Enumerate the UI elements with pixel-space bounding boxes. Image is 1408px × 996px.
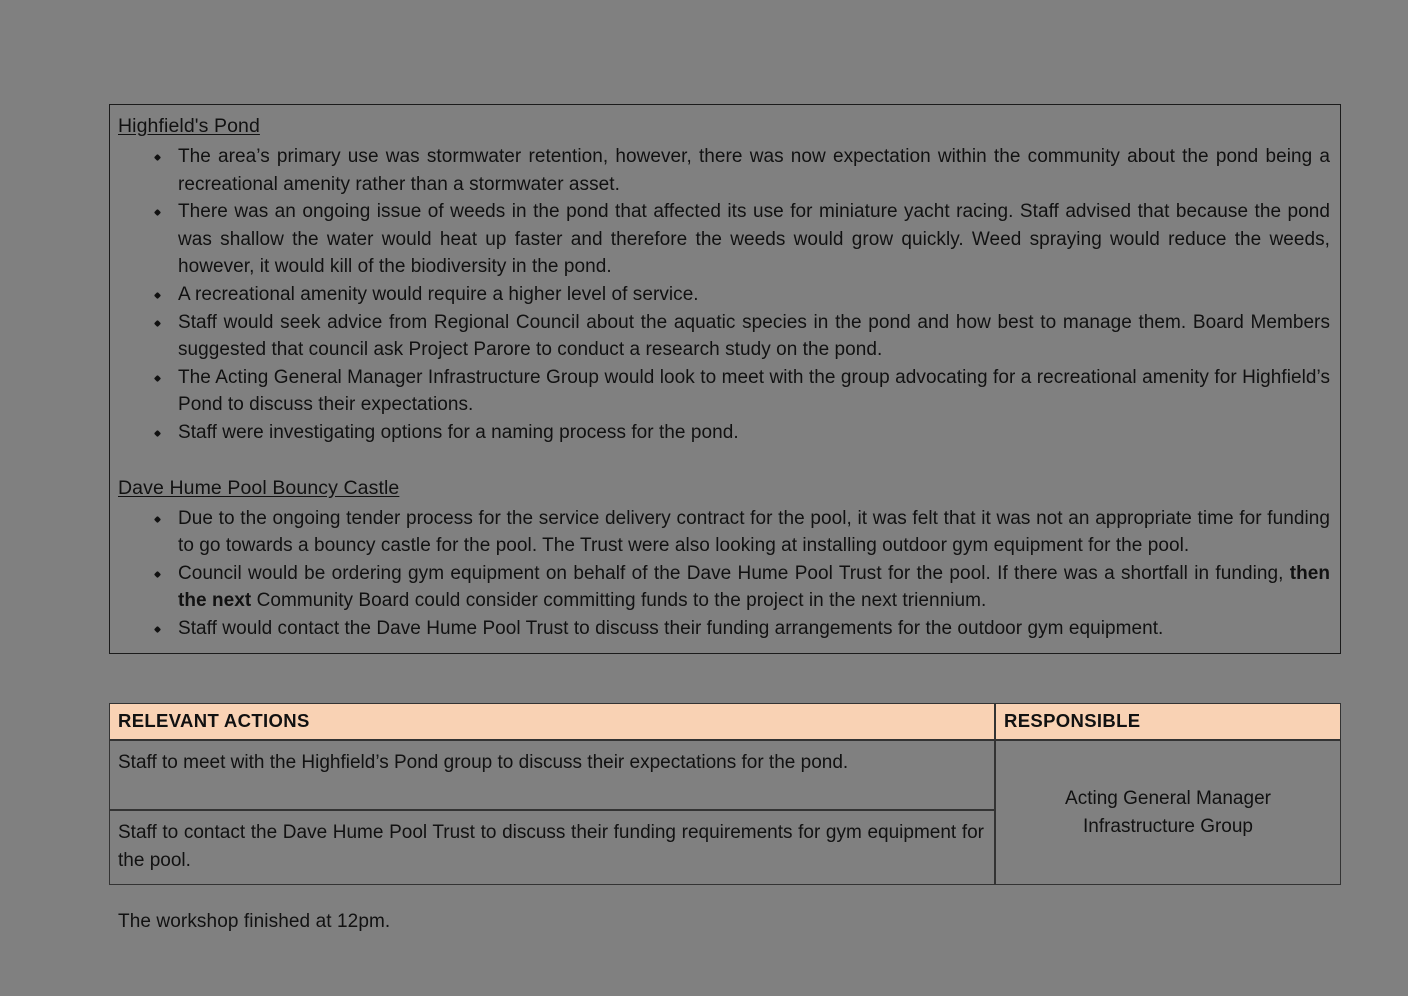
list-item: The area’s primary use was stormwater re…	[178, 143, 1330, 198]
section-heading-highfields-pond: Highfield's Pond	[118, 115, 260, 137]
responsible-line-1: Acting General Manager	[1065, 788, 1271, 809]
responsible-cell: Acting General Manager Infrastructure Gr…	[995, 740, 1341, 886]
workshop-notes-box: Highfield's Pond The area’s primary use …	[109, 104, 1341, 654]
action-cell: Staff to contact the Dave Hume Pool Trus…	[109, 810, 995, 886]
list-item: Due to the ongoing tender process for th…	[178, 505, 1330, 560]
list-item: Staff would seek advice from Regional Co…	[178, 309, 1330, 364]
responsible-line-2: Infrastructure Group	[1082, 815, 1254, 837]
section-spacer	[110, 447, 1340, 475]
action-cell: Staff to meet with the Highfield’s Pond …	[109, 740, 995, 810]
list-item: Council would be ordering gym equipment …	[178, 560, 1330, 615]
bullet-list-dave-hume-pool: Due to the ongoing tender process for th…	[110, 505, 1340, 643]
bullet-list-highfields-pond: The area’s primary use was stormwater re…	[110, 143, 1340, 447]
list-item: A recreational amenity would require a h…	[178, 281, 1330, 309]
notes-section-highfields-pond: Highfield's Pond The area’s primary use …	[110, 113, 1340, 447]
list-item: Staff would contact the Dave Hume Pool T…	[178, 615, 1330, 643]
table-header-row: RELEVANT ACTIONS RESPONSIBLE	[109, 703, 1341, 740]
table-row: Staff to meet with the Highfield’s Pond …	[109, 740, 1341, 886]
list-item: Staff were investigating options for a n…	[178, 419, 1330, 447]
closing-statement: The workshop finished at 12pm.	[118, 911, 391, 932]
column-header-responsible: RESPONSIBLE	[995, 703, 1341, 740]
table-row: Staff to contact the Dave Hume Pool Trus…	[109, 810, 1341, 886]
section-heading-dave-hume-pool-bouncy-castle: Dave Hume Pool Bouncy Castle	[118, 476, 400, 499]
list-item: The Acting General Manager Infrastructur…	[178, 364, 1330, 419]
column-header-relevant-actions: RELEVANT ACTIONS	[109, 703, 995, 740]
emphasised-text: then the next	[178, 562, 1330, 612]
relevant-actions-table: RELEVANT ACTIONS RESPONSIBLE Staff to me…	[109, 703, 1341, 886]
list-item: There was an ongoing issue of weeds in t…	[178, 198, 1330, 281]
notes-section-dave-hume-pool-bouncy-castle: Dave Hume Pool Bouncy Castle Due to the …	[110, 475, 1340, 643]
